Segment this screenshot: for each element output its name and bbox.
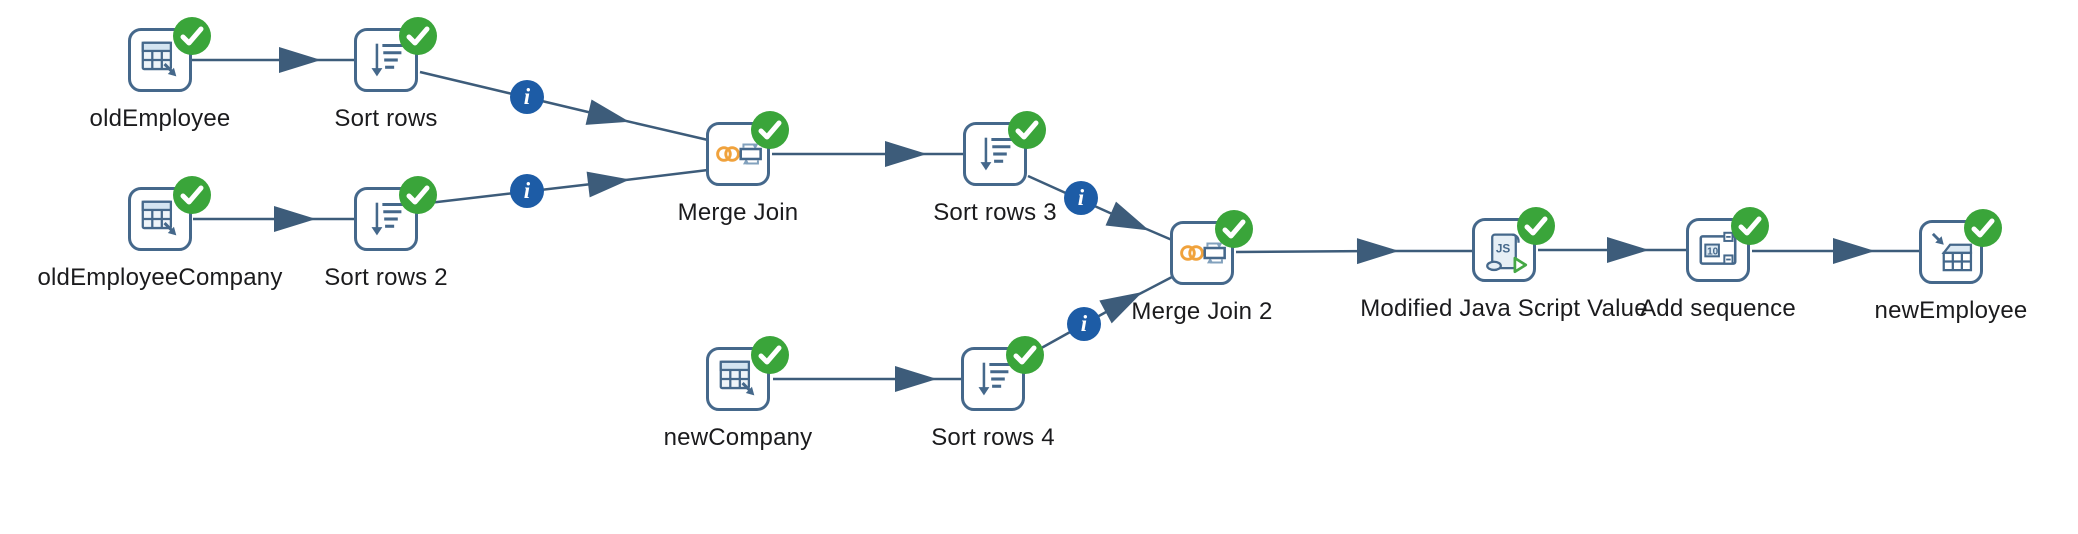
step-box[interactable]	[706, 336, 789, 411]
step-oldEmployeeCompany[interactable]: oldEmployeeCompany	[37, 176, 282, 291]
step-label: newEmployee	[1874, 297, 2028, 324]
success-check-badge	[399, 176, 437, 214]
success-check-badge	[1215, 210, 1253, 248]
info-stream-badge: i	[1067, 307, 1101, 341]
step-merge-join-2[interactable]: Merge Join 2	[1131, 210, 1272, 325]
step-box[interactable]	[354, 17, 437, 92]
step-box[interactable]	[1919, 209, 2002, 284]
step-label: Modified Java Script Value	[1360, 295, 1648, 322]
step-oldEmployee[interactable]: oldEmployee	[90, 17, 230, 132]
step-box[interactable]	[354, 176, 437, 251]
sort-rows-icon	[978, 362, 1012, 396]
step-box[interactable]	[963, 111, 1046, 186]
svg-text:10: 10	[1707, 247, 1719, 258]
step-sort-rows-2[interactable]: Sort rows 2	[324, 176, 448, 291]
success-check-badge	[399, 17, 437, 55]
step-label: oldEmployee	[89, 105, 231, 132]
success-check-badge	[751, 336, 789, 374]
table-input-icon	[141, 41, 177, 77]
step-newCompany[interactable]: newCompany	[664, 336, 812, 451]
step-label: oldEmployeeCompany	[37, 264, 283, 291]
step-label: Sort rows 4	[931, 424, 1055, 451]
step-label: Add sequence	[1640, 295, 1796, 322]
step-label: Merge Join	[677, 199, 799, 226]
success-check-badge	[1731, 207, 1769, 245]
step-box[interactable]: JS	[1472, 207, 1555, 282]
success-check-badge	[1517, 207, 1555, 245]
step-label: Merge Join 2	[1131, 298, 1273, 325]
step-box[interactable]	[128, 17, 211, 92]
hop-sortRows2-mergeJoin[interactable]	[419, 168, 709, 206]
success-check-badge	[1008, 111, 1046, 149]
success-check-badge	[1964, 209, 2002, 247]
step-newEmployee[interactable]: newEmployee	[1875, 209, 2027, 324]
sort-rows-icon	[371, 43, 405, 77]
step-label: Sort rows 3	[933, 199, 1057, 226]
add-sequence-icon: 10	[1699, 231, 1737, 265]
step-box[interactable]	[961, 336, 1044, 411]
sort-rows-icon	[371, 202, 405, 236]
sort-rows-icon	[980, 137, 1014, 171]
success-check-badge	[173, 176, 211, 214]
step-modified-java-script-value[interactable]: JS Modified Java Script Value	[1360, 207, 1648, 322]
info-stream-badge: i	[510, 80, 544, 114]
info-stream-badge: i	[510, 174, 544, 208]
javascript-scroll-icon: JS	[1486, 233, 1528, 274]
table-output-icon	[1931, 232, 1973, 272]
table-input-icon	[719, 360, 755, 396]
table-input-icon	[141, 200, 177, 236]
step-merge-join[interactable]: Merge Join	[678, 111, 798, 226]
hop-sortRows3-mergeJoin2[interactable]	[1027, 174, 1173, 242]
success-check-badge	[1006, 336, 1044, 374]
step-sort-rows[interactable]: Sort rows	[334, 17, 437, 132]
step-label: Sort rows 2	[324, 264, 448, 291]
merge-join-icon	[716, 143, 762, 165]
hop-mergeJoin2-modifiedJs[interactable]	[1235, 238, 1474, 265]
step-label: newCompany	[663, 424, 813, 451]
step-box[interactable]	[128, 176, 211, 251]
success-check-badge	[173, 17, 211, 55]
info-stream-badge: i	[1064, 181, 1098, 215]
svg-text:JS: JS	[1496, 243, 1511, 256]
step-box[interactable]	[1170, 210, 1253, 285]
merge-join-icon	[1180, 242, 1226, 264]
step-box[interactable]: 10	[1686, 207, 1769, 282]
step-sort-rows-4[interactable]: Sort rows 4	[931, 336, 1055, 451]
step-box[interactable]	[706, 111, 789, 186]
step-label: Sort rows	[334, 105, 438, 132]
hop-sortRows-mergeJoin[interactable]	[419, 70, 709, 142]
step-sort-rows-3[interactable]: Sort rows 3	[933, 111, 1057, 226]
step-add-sequence[interactable]: 10 Add sequence	[1640, 207, 1796, 322]
success-check-badge	[751, 111, 789, 149]
hop-sortRows4-mergeJoin2[interactable]	[1026, 275, 1173, 358]
